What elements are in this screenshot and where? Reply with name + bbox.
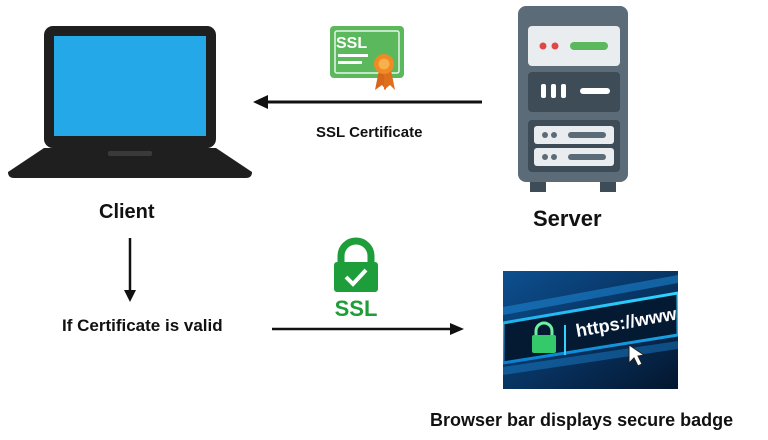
- ssl-padlock-icon: SSL: [334, 237, 378, 321]
- server-label: Server: [533, 206, 602, 231]
- ssl-padlock-badge-text: SSL: [335, 296, 378, 321]
- client-label: Client: [99, 201, 155, 223]
- certificate-valid-label: If Certificate is valid: [62, 316, 223, 335]
- browser-padlock-icon: [532, 321, 556, 353]
- laptop-icon: [8, 26, 252, 178]
- ssl-certificate-icon: SSL: [330, 26, 404, 90]
- server-rack-icon: [518, 6, 628, 192]
- ssl-certificate-edge-label: SSL Certificate: [316, 124, 423, 141]
- browser-address-bar-image: https://www: [503, 271, 678, 389]
- server-to-client-arrow: [253, 95, 482, 109]
- browser-caption: Browser bar displays secure badge: [430, 410, 734, 430]
- certificate-badge-text: SSL: [336, 35, 367, 52]
- client-down-arrow: [124, 238, 136, 302]
- valid-to-browser-arrow: [272, 323, 464, 335]
